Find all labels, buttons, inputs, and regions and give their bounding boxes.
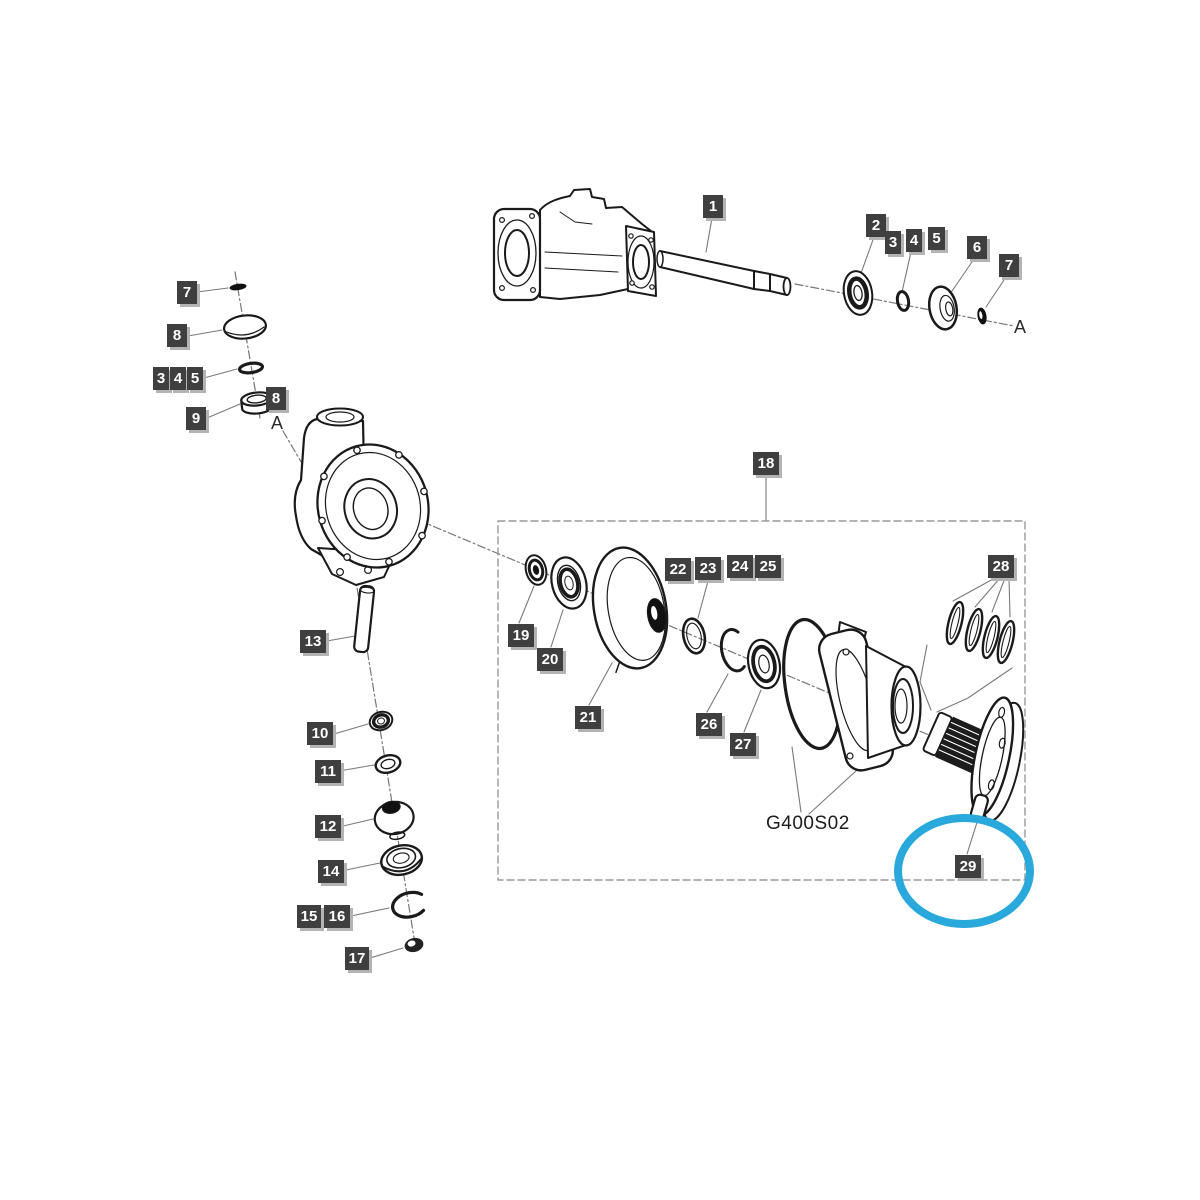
part-label-22: 22 [665,558,691,581]
part-label-4: 4 [170,367,186,390]
bearing-27-drawing [746,638,782,690]
cap-8-drawing [222,314,268,340]
part-label-26: 26 [696,713,722,736]
part-label-21: 21 [575,706,601,729]
part-label-13: 13 [300,630,326,653]
highlight-circle [894,814,1034,928]
part-label-1: 1 [703,195,723,218]
seal-set-28-drawing [945,600,1016,665]
part-label-8: 8 [266,387,286,410]
bearing-cup-14-drawing [380,844,424,877]
part-label-6: 6 [967,236,987,259]
part-label-28: 28 [988,555,1014,578]
part-label-3: 3 [885,231,901,254]
part-label-10: 10 [307,722,333,745]
part-label-25: 25 [755,555,781,578]
part-label-18: 18 [753,452,779,475]
part-label-24: 24 [727,555,753,578]
knuckle-housing-drawing [293,407,430,586]
hub-housing-drawing [817,621,922,772]
backing-plate-21-drawing [591,546,669,674]
part-label-19: 19 [508,624,534,647]
cap-17-drawing [404,937,424,953]
part-label-11: 11 [315,760,341,783]
bearing-10-drawing [368,710,394,732]
part-label-3: 3 [153,367,169,390]
king-pin-drawing [353,584,376,654]
part-label-16: 16 [324,905,350,928]
part-label-14: 14 [318,860,344,883]
leader-lines [187,217,1013,959]
pin-7-drawing [229,283,247,291]
snap-ring-26-drawing [719,628,746,673]
part-label-29: 29 [955,855,981,878]
part-label-12: 12 [315,815,341,838]
part-label-5: 5 [187,367,203,390]
cap-6-drawing [927,285,959,331]
part-label-27: 27 [730,733,756,756]
snap-ring-1516-drawing [390,890,426,919]
part-label-7: 7 [999,254,1019,277]
ring-345-drawing [237,361,265,375]
part-label-8: 8 [167,324,187,347]
axle-shaft-drawing [656,250,792,296]
seal-19-drawing [524,554,548,586]
part-label-23: 23 [695,557,721,580]
part-label-5: 5 [928,227,945,250]
bushing-12-drawing [373,800,415,841]
ring-4-drawing [895,290,911,312]
part-label-7: 7 [177,281,197,304]
part-label-20: 20 [537,648,563,671]
splined-shaft-29-drawing [922,696,1025,822]
group-18-dashed-box [497,520,1026,881]
bearing-2-drawing [842,270,874,316]
part-label-9: 9 [186,407,206,430]
axle-housing-drawing [492,188,657,302]
axis-marker-a-2: A [1014,317,1027,337]
part-label-4: 4 [906,229,922,252]
part-label-17: 17 [345,947,369,970]
washer-11-drawing [374,753,402,775]
oring-7-drawing [977,307,987,325]
axis-marker-a-1: A [271,413,284,433]
part-label-2: 2 [866,214,886,237]
bearing-20-drawing [550,556,588,610]
assembly-code-label: G400S02 [766,813,850,834]
part-label-15: 15 [297,905,321,928]
oring-23-drawing [681,617,707,655]
